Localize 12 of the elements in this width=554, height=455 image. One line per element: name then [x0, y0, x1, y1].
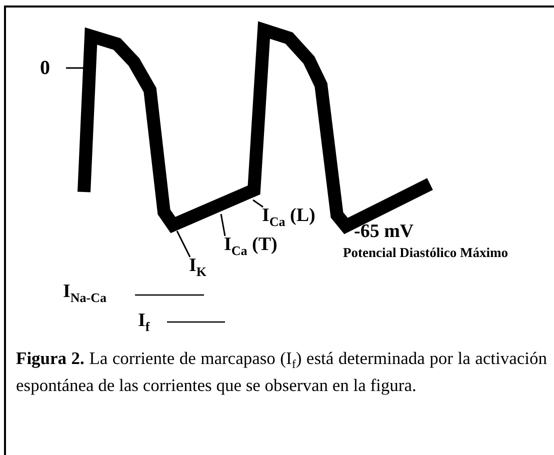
voltage-value: -65 mV	[354, 222, 414, 241]
legend-label: I$_{f}$	[138, 311, 150, 333]
legend-label: I$_{Na-Ca}$	[63, 282, 107, 304]
figure-caption: Figura 2. La corriente de marcapaso (I$_{f}$) está determinada por la activación espontánea de las corrientes que se observan en la figura.	[16, 347, 547, 397]
axis-value: 0	[40, 58, 50, 78]
annotation: Potencial Diastólico Máximo	[343, 246, 508, 260]
current-label: I$_{Ca}$ (T)	[224, 234, 278, 255]
leader-line	[176, 230, 191, 258]
current-label: I$_{K}$	[189, 255, 207, 276]
leader-line	[220, 214, 226, 236]
current-label: I$_{Ca}$ (L)	[262, 205, 316, 226]
leader-line	[252, 199, 264, 208]
